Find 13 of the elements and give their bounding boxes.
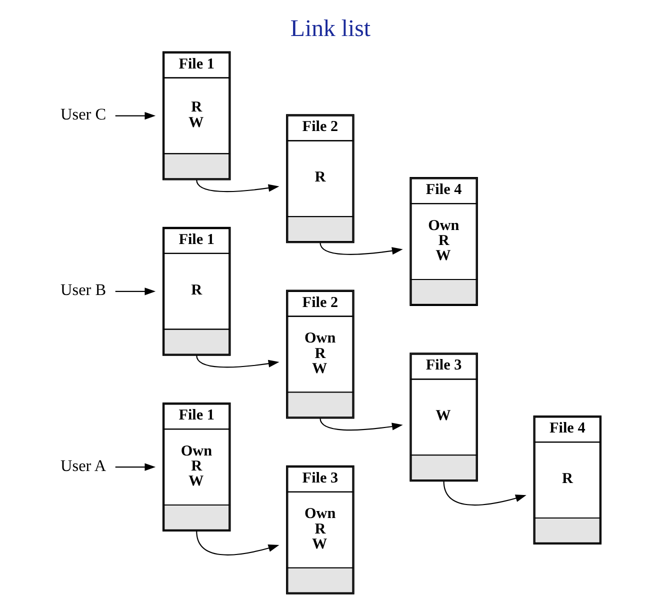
arrow xyxy=(442,481,526,506)
arrow xyxy=(196,180,279,192)
arrow xyxy=(319,418,402,431)
arrow xyxy=(114,112,156,120)
arrow xyxy=(319,242,402,255)
arrow xyxy=(196,530,279,556)
diagram-title: Link list xyxy=(290,16,370,42)
arrow xyxy=(114,288,156,296)
node-text: User A xyxy=(60,456,106,475)
node-text: User B xyxy=(60,281,106,300)
arrow xyxy=(114,463,156,471)
node-text: User C xyxy=(60,106,106,124)
arrow xyxy=(196,355,279,368)
